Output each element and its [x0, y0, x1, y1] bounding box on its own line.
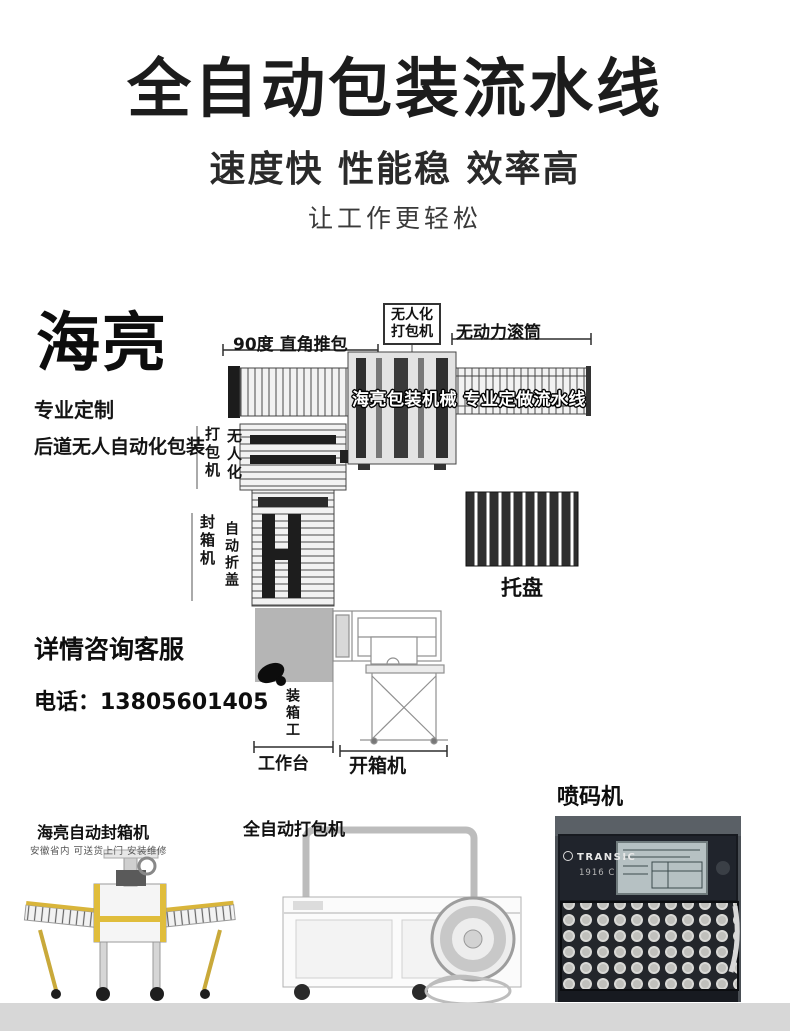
carton-opener-drawing [332, 610, 448, 745]
sealer-machine-art [23, 849, 236, 1001]
label-carton-opener: 开箱机 [349, 755, 407, 777]
label-unmanned-baler-box: 无人化 打包机 [383, 303, 441, 345]
label-auto-fold-side: 自动折盖 [223, 521, 239, 589]
product-sealer-name: 海亮自动封箱机 [37, 823, 150, 842]
printer-brand-text: TRANSIC [577, 852, 637, 863]
label-workbench: 工作台 [258, 754, 309, 774]
watermark-text: 海亮包装机械 专业定做流水线 [352, 390, 586, 410]
label-90deg-push: 90度 直角推包 [233, 335, 348, 355]
strapper-machine-art [282, 826, 522, 1006]
label-professional-custom: 专业定制 [34, 398, 114, 422]
product-strapper-name: 全自动打包机 [243, 820, 345, 840]
label-packer-worker: 装箱工 [284, 688, 300, 739]
label-unmanned-line1: 无人化 [391, 307, 433, 323]
label-gravity-roller: 无动力滚筒 [456, 323, 541, 343]
printer-model-text: 1916 C [579, 868, 616, 878]
label-rear-automation: 后道无人自动化包装 [34, 436, 206, 458]
flowline-schematic [191, 333, 592, 757]
footer-strip [0, 1003, 790, 1031]
page-title: 全自动包装流水线 [127, 53, 663, 127]
product-printer-name: 喷码机 [557, 785, 624, 810]
label-baler-side: 打包机 [203, 426, 221, 480]
label-unmanned-side: 无人化 [225, 428, 243, 482]
product-sealer-note: 安徽省内 可送货上门 安装维修 [30, 846, 168, 857]
label-pallet: 托盘 [501, 576, 543, 600]
contact-service-text: 详情咨询客服 [34, 635, 185, 664]
printer-photo-art [555, 816, 741, 1002]
label-carton-sealer-side: 封箱机 [198, 514, 216, 568]
brand-logo-text: 海亮 [36, 307, 168, 381]
subtitle: 速度快 性能稳 效率高 [209, 149, 581, 190]
contact-phone-number: 电话：13805601405 [34, 690, 269, 715]
label-unmanned-line2: 打包机 [391, 323, 433, 340]
tagline: 让工作更轻松 [307, 204, 482, 233]
printer-brand-plate: TRANSIC [563, 851, 636, 863]
transic-logo-icon [563, 851, 573, 861]
worker-icon [257, 662, 286, 686]
